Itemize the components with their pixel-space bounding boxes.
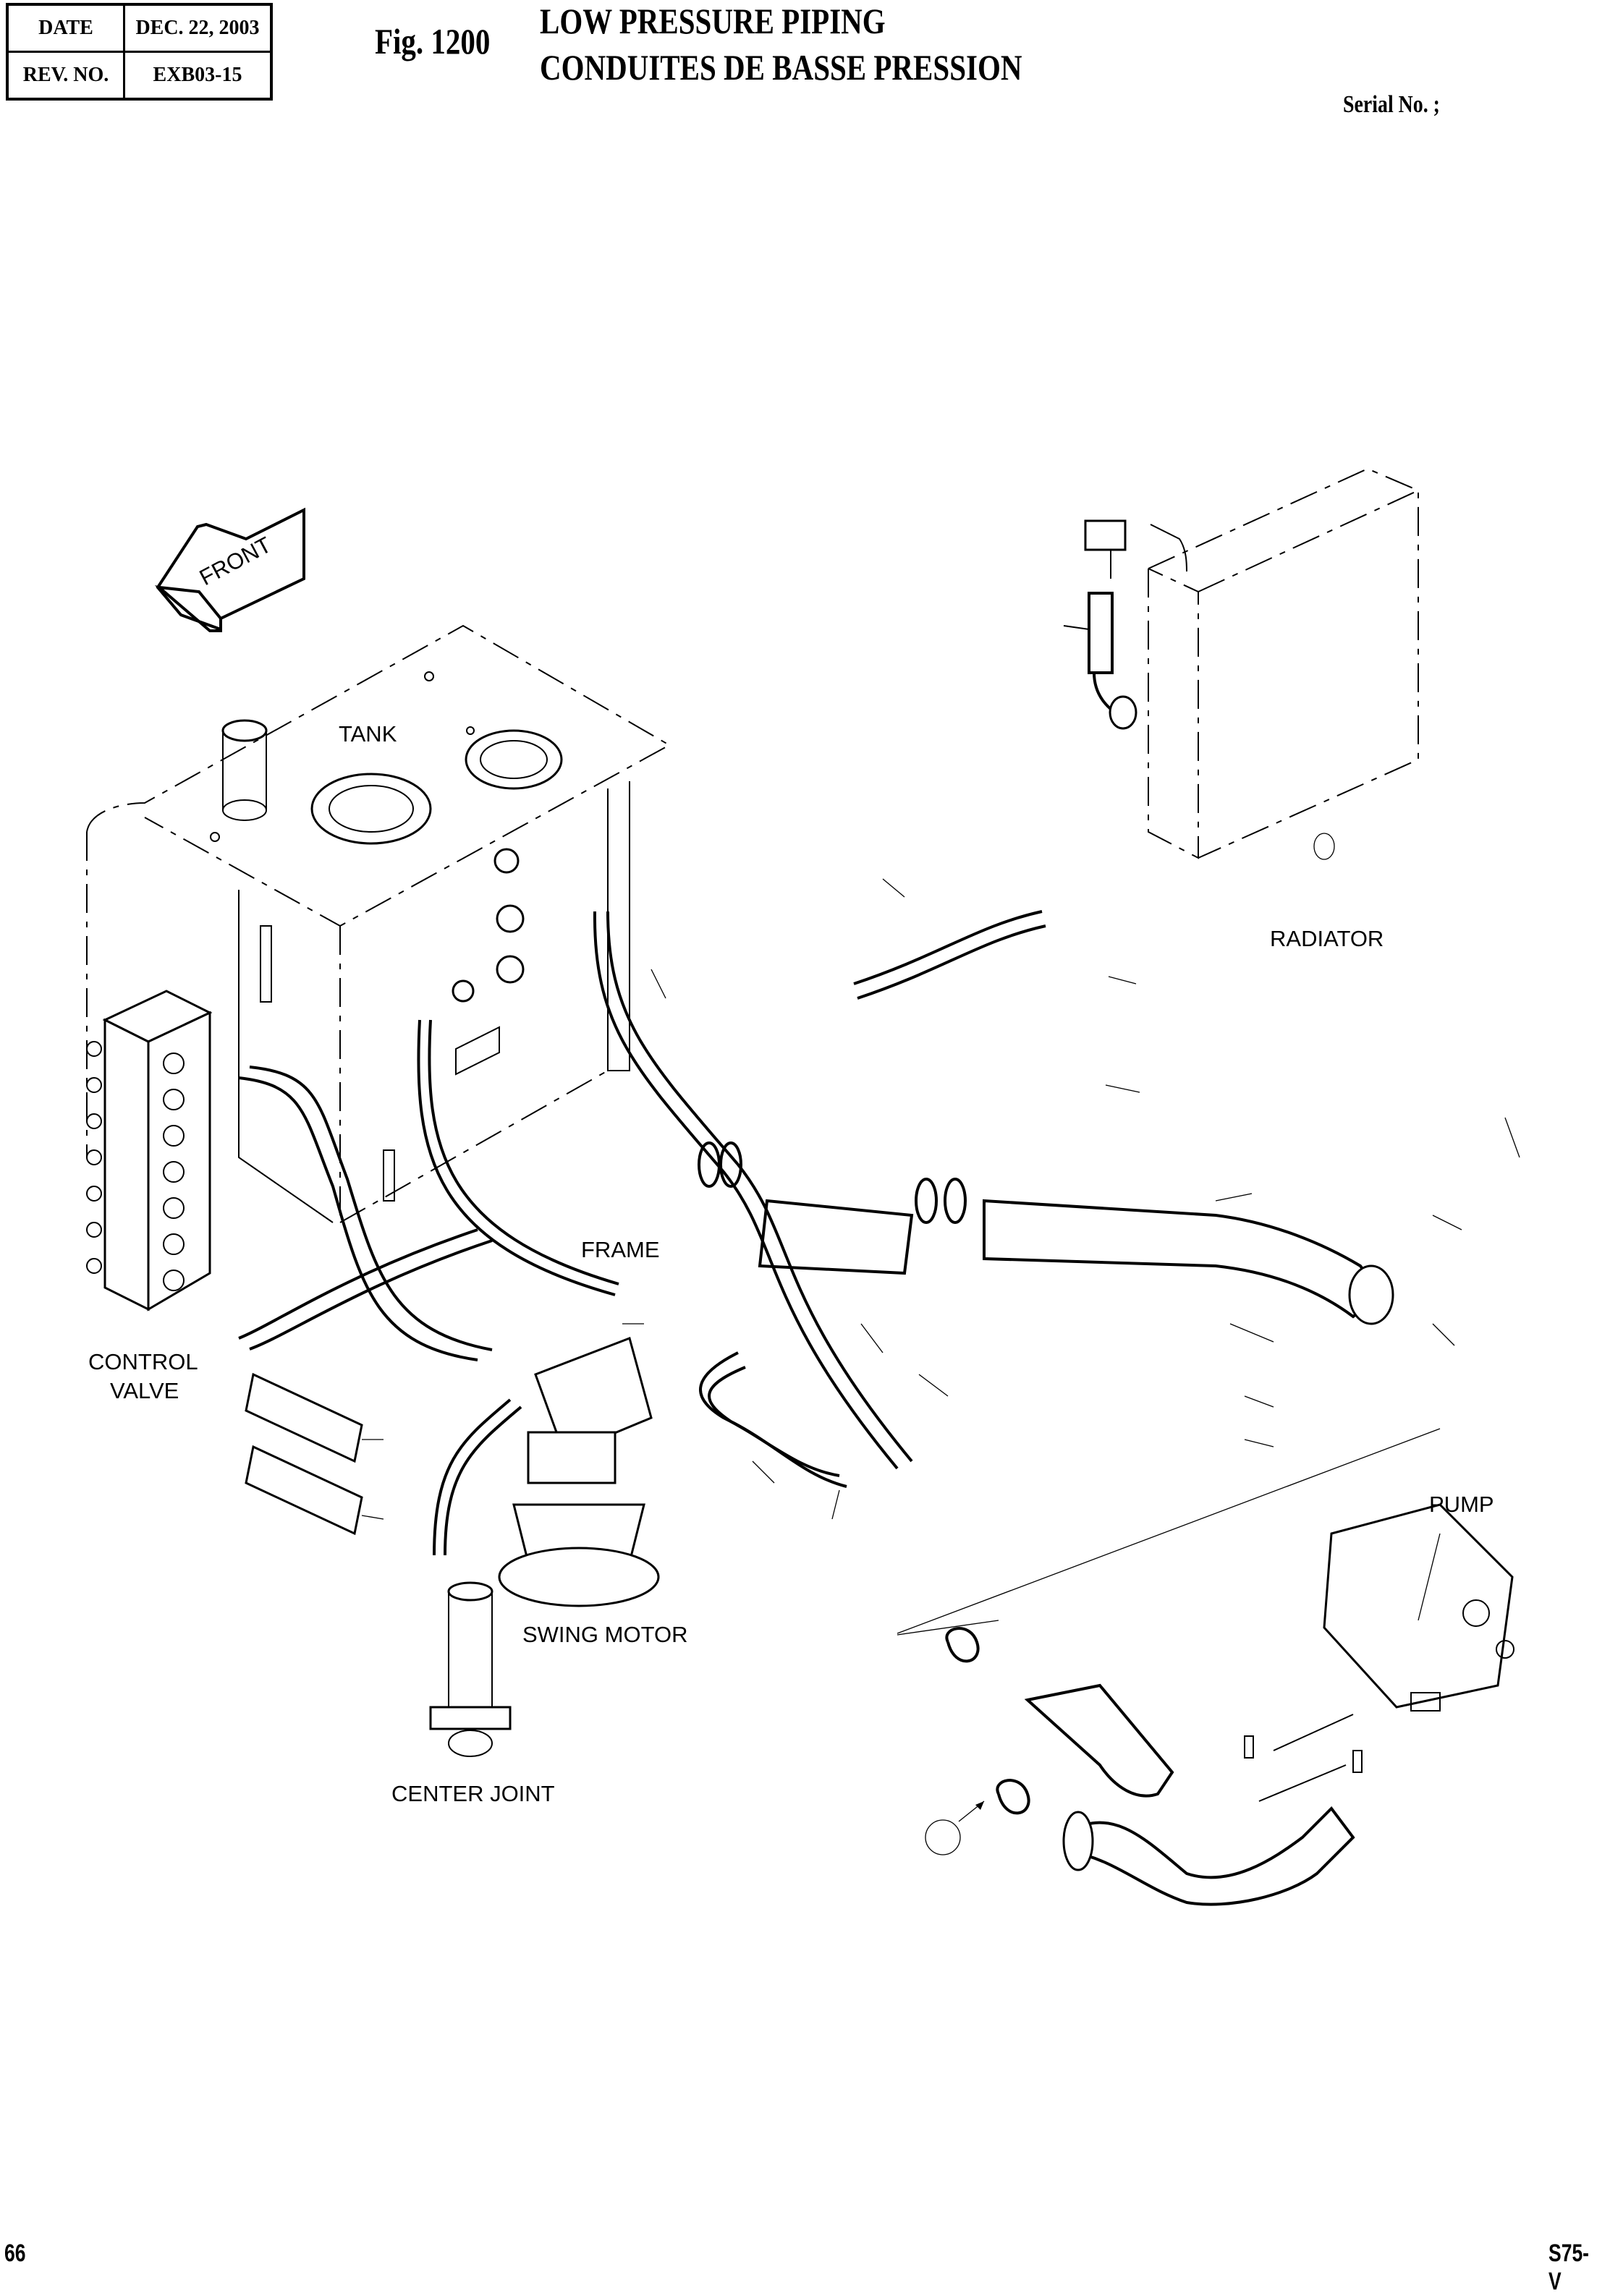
title-english: LOW PRESSURE PIPING (540, 1, 886, 41)
front-arrow-icon: FRONT (154, 507, 305, 632)
date-value: DEC. 22, 2003 (123, 3, 273, 53)
front-arrow-label: FRONT (195, 532, 276, 590)
center-joint-label: CENTER JOINT (391, 1781, 555, 1806)
pump-label: PUMP (1429, 1492, 1494, 1517)
page-number: 66 (4, 2240, 26, 2267)
control-valve-label-line1: CONTROL (88, 1349, 198, 1374)
center-joint: CENTER JOINT (391, 1581, 555, 1806)
revision-table: DATE DEC. 22, 2003 REV. NO. EXB03-15 (6, 3, 273, 101)
radiator: RADIATOR (1063, 467, 1419, 951)
rev-value: EXB03-15 (123, 51, 273, 101)
pump: PUMP (1323, 1492, 1514, 1709)
swing-motor-label: SWING MOTOR (522, 1622, 687, 1647)
rev-label: REV. NO. (6, 51, 125, 101)
serial-number-label: Serial No. ; (1343, 91, 1440, 118)
radiator-label: RADIATOR (1270, 926, 1384, 951)
swing-motor: SWING MOTOR (498, 1337, 687, 1647)
model-number: S75-V (1548, 2240, 1590, 2295)
tank-label: TANK (339, 721, 397, 747)
date-label: DATE (6, 3, 125, 53)
callout-leaders (622, 878, 1520, 1520)
mounting-brackets (245, 1372, 384, 1536)
hoses (238, 910, 1046, 1556)
frame-label: FRAME (581, 1237, 660, 1262)
title-french: CONDUITES DE BASSE PRESSION (540, 47, 1022, 88)
suction-pipe-lower (897, 1428, 1441, 1906)
figure-number: Fig. 1200 (375, 21, 491, 61)
control-valve-label-line2: VALVE (110, 1378, 179, 1403)
control-valve: CONTROL VALVE (86, 990, 213, 1403)
suction-pipe-upper: FRAME (581, 1141, 1394, 1325)
